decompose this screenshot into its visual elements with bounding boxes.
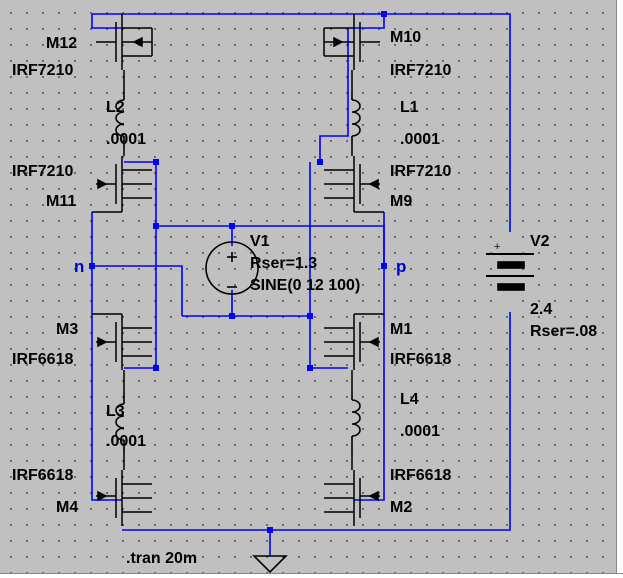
l3-value: .0001 [106, 433, 146, 450]
junction-dots [89, 11, 387, 533]
inductor-l2-symbol[interactable] [115, 92, 125, 148]
m3-model: IRF6618 [12, 351, 73, 368]
battery-v2-symbol[interactable] [486, 232, 534, 312]
mosfet-m11-symbol[interactable] [92, 148, 152, 213]
ground-symbol[interactable] [252, 555, 288, 574]
inductor-l3-symbol[interactable] [115, 392, 125, 454]
mosfet-m4-symbol[interactable] [96, 454, 152, 526]
sine-source-v1-symbol[interactable] [205, 241, 259, 295]
mosfet-m9-symbol[interactable] [324, 148, 384, 213]
v2-plus: + [494, 241, 500, 253]
inductor-l1-symbol[interactable] [351, 92, 361, 148]
mosfet-m2-symbol[interactable] [324, 454, 380, 526]
mosfet-m10-symbol[interactable] [323, 14, 380, 92]
m11-model: IRF7210 [12, 163, 73, 180]
l2-value: .0001 [106, 131, 146, 148]
tran-directive: .tran 20m [126, 550, 197, 567]
m4-name: M4 [56, 499, 78, 516]
m10-name: M10 [390, 29, 421, 46]
l4-value: .0001 [400, 423, 440, 440]
m2-model: IRF6618 [390, 467, 451, 484]
mosfet-m12-symbol[interactable] [96, 14, 153, 92]
component-labels: M12 IRF7210 L2 .0001 IRF7210 M11 M3 IRF6… [12, 29, 597, 567]
v2-rser: Rser=.08 [530, 323, 597, 340]
v1-rser: Rser=1.3 [250, 255, 317, 272]
m9-model: IRF7210 [390, 163, 451, 180]
l2-name: L2 [106, 99, 125, 116]
l1-name: L1 [400, 99, 419, 116]
m11-name: M11 [46, 193, 76, 210]
v2-name: V2 [530, 233, 550, 250]
m12-name: M12 [46, 35, 77, 52]
net-label-n: n [74, 257, 84, 276]
m10-model: IRF7210 [390, 62, 451, 79]
l1-value: .0001 [400, 131, 440, 148]
wires [91, 13, 511, 556]
net-label-p: p [396, 257, 406, 276]
m9-name: M9 [390, 193, 412, 210]
window-edge-bottom [0, 573, 623, 578]
v1-value: SINE(0 12 100) [250, 277, 360, 294]
inductor-l4-symbol[interactable] [351, 392, 361, 454]
v2-value: 2.4 [530, 301, 552, 318]
mosfet-m1-symbol[interactable] [324, 313, 384, 392]
m12-model: IRF7210 [12, 62, 73, 79]
m1-name: M1 [390, 321, 412, 338]
mosfet-m3-symbol[interactable] [92, 313, 152, 392]
l4-name: L4 [400, 391, 419, 408]
l3-name: L3 [106, 403, 125, 420]
m4-model: IRF6618 [12, 467, 73, 484]
window-edge-right [616, 0, 623, 578]
m2-name: M2 [390, 499, 412, 516]
v1-name: V1 [250, 233, 270, 250]
m3-name: M3 [56, 321, 78, 338]
m1-model: IRF6618 [390, 351, 451, 368]
